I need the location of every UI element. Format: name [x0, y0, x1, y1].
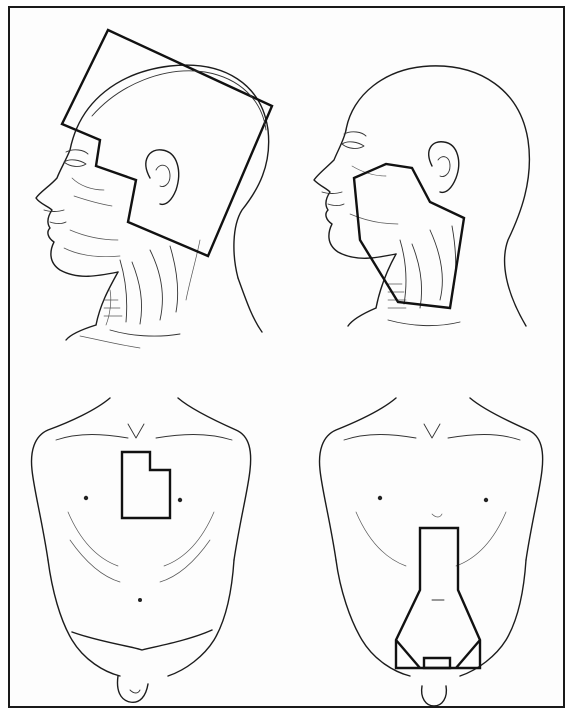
nipple-icon: [84, 496, 182, 502]
groin: [422, 686, 447, 706]
ear-icon: [429, 142, 459, 193]
radiation-field-outline: [62, 30, 272, 256]
radiation-field-outline: [122, 452, 170, 518]
torso-outline: [320, 398, 543, 676]
ear-icon: [146, 150, 179, 205]
nipple-icon: [378, 496, 488, 502]
torso-outline: [32, 398, 251, 676]
radiation-field-outline: [396, 528, 480, 668]
face-features: [44, 150, 120, 257]
chest-mediastinal-field: [32, 398, 251, 702]
rib-margins: [356, 512, 506, 566]
rib-margins: [68, 512, 214, 582]
abdomen-inverted-y-field: [320, 398, 543, 706]
radiation-field-outline: [354, 164, 464, 308]
navel-icon: [138, 598, 142, 602]
face-features: [322, 132, 398, 224]
head-lateral-oblique-field: [314, 66, 529, 326]
groin: [118, 676, 149, 702]
clavicles: [344, 424, 520, 440]
head-lateral-large-field: [36, 30, 272, 348]
neck-muscles: [388, 226, 460, 326]
clavicles: [56, 424, 232, 440]
